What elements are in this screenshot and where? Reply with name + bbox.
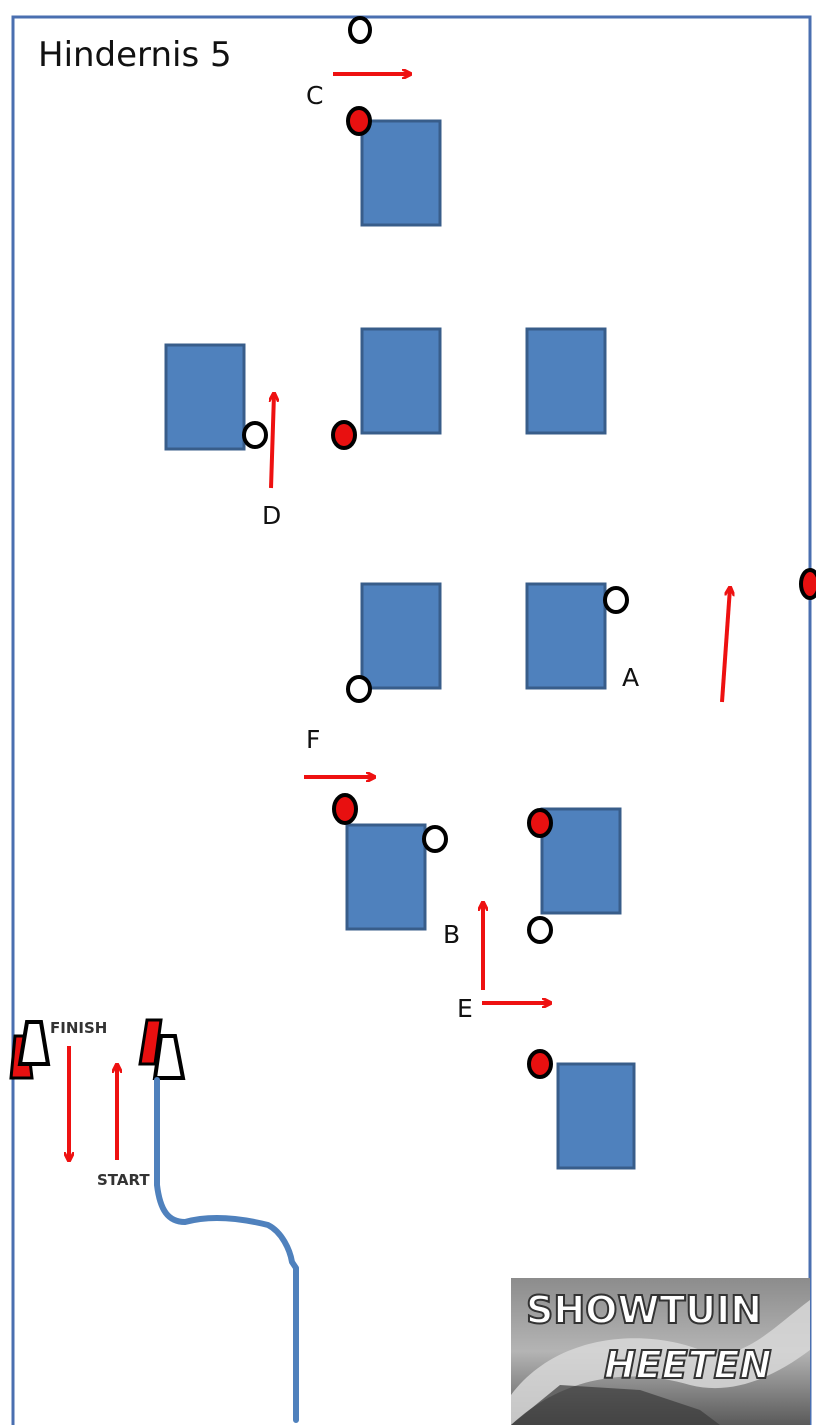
block-row2-right bbox=[525, 327, 607, 435]
cone-white-left bbox=[17, 1020, 51, 1066]
white-marker bbox=[527, 916, 553, 944]
block-row4-right bbox=[540, 807, 622, 915]
label-start: START bbox=[97, 1171, 150, 1189]
logo-swoosh bbox=[511, 1300, 810, 1425]
block-row2-middle bbox=[360, 327, 442, 435]
block-row4-left bbox=[345, 823, 427, 931]
red-marker bbox=[799, 568, 816, 600]
block-row3-middle bbox=[360, 582, 442, 690]
route-line bbox=[154, 1077, 299, 1423]
showtuin-heeten-logo: SHOWTUIN HEETEN bbox=[511, 1278, 810, 1425]
white-markers bbox=[242, 16, 629, 944]
label-finish: FINISH bbox=[50, 1019, 107, 1037]
white-marker bbox=[422, 825, 448, 853]
block-row2-left bbox=[164, 343, 246, 451]
red-marker bbox=[346, 106, 372, 136]
white-marker bbox=[348, 16, 372, 44]
blocks bbox=[164, 119, 636, 1170]
red-marker bbox=[332, 793, 358, 825]
white-marker bbox=[346, 675, 372, 703]
cone-white-right bbox=[152, 1034, 186, 1080]
logo-text-heeten: HEETEN bbox=[604, 1343, 771, 1387]
label-a: A bbox=[622, 663, 639, 692]
label-d: D bbox=[262, 501, 281, 530]
course-border bbox=[11, 15, 812, 1425]
white-marker bbox=[603, 586, 629, 614]
label-e: E bbox=[457, 994, 473, 1023]
arrow-a bbox=[720, 588, 730, 703]
label-f: F bbox=[306, 725, 320, 754]
page-title: Hindernis 5 bbox=[38, 35, 232, 75]
red-marker bbox=[527, 1049, 553, 1079]
white-marker bbox=[242, 421, 268, 449]
finish-gate bbox=[9, 1018, 186, 1080]
direction-arrows bbox=[69, 74, 730, 1160]
label-c: C bbox=[306, 81, 323, 110]
logo-roof bbox=[511, 1385, 720, 1425]
block-bottom bbox=[556, 1062, 636, 1170]
block-row3-right bbox=[525, 582, 607, 690]
red-markers bbox=[331, 106, 816, 1079]
logo-text-showtuin: SHOWTUIN bbox=[526, 1288, 762, 1332]
label-b: B bbox=[443, 920, 460, 949]
block-top bbox=[360, 119, 442, 227]
red-marker bbox=[331, 420, 357, 450]
arrow-d bbox=[271, 394, 274, 489]
red-marker bbox=[527, 808, 553, 838]
